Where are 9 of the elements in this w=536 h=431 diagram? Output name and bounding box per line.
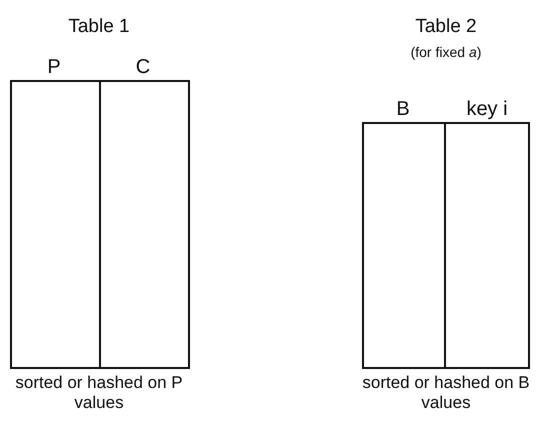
table-caption: sorted or hashed on B values — [361, 373, 531, 414]
column-header: C — [136, 55, 150, 79]
column-header: key i — [466, 97, 508, 121]
column-header: P — [47, 55, 61, 79]
table-note: (for fixed a) — [410, 44, 482, 61]
column-header: B — [396, 97, 410, 121]
table-title: Table 2 — [415, 16, 477, 39]
table-title: Table 1 — [68, 16, 130, 39]
table-caption: sorted or hashed on P values — [14, 373, 184, 414]
